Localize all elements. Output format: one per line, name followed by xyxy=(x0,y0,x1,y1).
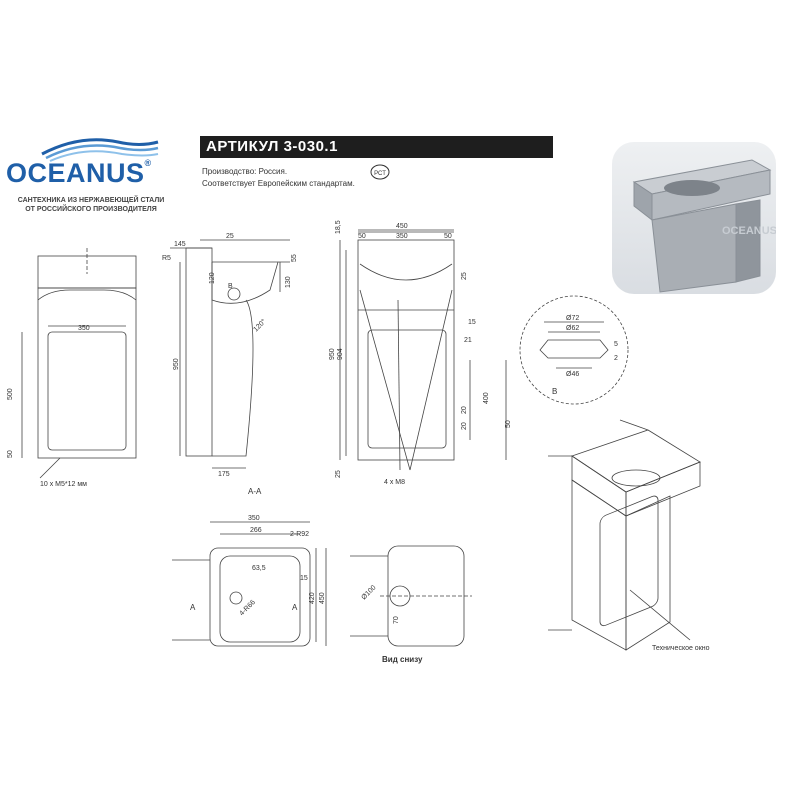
detail-label: B xyxy=(552,387,557,396)
top-dim-420: 420 xyxy=(309,592,316,604)
brand-logo: OCEANUS® xyxy=(6,158,152,189)
side-dim-20a: 20 xyxy=(461,406,468,414)
product-info: Производство: Россия. Соответствует Евро… xyxy=(202,166,355,190)
top-dim-450: 450 xyxy=(319,592,326,604)
section-dim-a: 120 xyxy=(209,272,216,284)
top-dim-15: 15 xyxy=(300,575,308,582)
side-dim-904: 904 xyxy=(337,348,344,360)
certification-mark-text: РСТ xyxy=(374,171,386,177)
brand-tagline-1: САНТЕХНИКА ИЗ НЕРЖАВЕЮЩЕЙ СТАЛИ xyxy=(17,197,165,204)
article-header: АРТИКУЛ 3-030.1 xyxy=(200,136,553,158)
front-screws-note: 10 х M5*12 мм xyxy=(40,481,87,488)
brand-name: OCEANUS xyxy=(6,158,145,188)
detail-d2: Ø62 xyxy=(566,325,579,332)
top-cut-right: A xyxy=(292,603,298,612)
side-bolts-note: 4 х M8 xyxy=(384,479,405,486)
section-caption: А-А xyxy=(248,487,262,496)
detail-v2: 2 xyxy=(614,355,618,362)
side-dim-corner: 18,5 xyxy=(335,220,342,234)
section-dim-height: 950 xyxy=(173,358,180,370)
front-dim-height: 500 xyxy=(7,388,14,400)
side-dim-25b: 25 xyxy=(335,470,342,478)
info-standards: Соответствует Европейским стандартам. xyxy=(202,179,355,188)
side-dim-mid: 350 xyxy=(396,233,408,240)
iso-view xyxy=(548,419,701,651)
section-dim-b: 130 xyxy=(285,276,292,288)
side-dim-400: 400 xyxy=(483,392,490,404)
front-dim-bottom: 50 xyxy=(7,450,14,458)
section-dim-top: 145 xyxy=(174,241,186,248)
product-render: OCEANUS xyxy=(632,159,776,293)
side-dim-950: 950 xyxy=(329,348,336,360)
side-dim-50: 50 xyxy=(505,420,512,428)
front-dim-width: 350 xyxy=(78,325,90,332)
section-view-label: B xyxy=(228,283,233,290)
front-view xyxy=(21,248,137,479)
top-dim-inner: 266 xyxy=(250,527,262,534)
side-dim-top: 450 xyxy=(396,223,408,230)
product-photo: OCEANUS xyxy=(612,142,776,294)
side-view xyxy=(339,229,507,471)
side-dim-20b: 20 xyxy=(461,422,468,430)
detail-v1: 5 xyxy=(614,341,618,348)
detail-b xyxy=(519,295,629,405)
detail-d1: Ø72 xyxy=(566,315,579,322)
section-dim-top2: 25 xyxy=(226,233,234,240)
photo-watermark: OCEANUS xyxy=(722,225,776,237)
detail-d3: Ø46 xyxy=(566,371,579,378)
bottom-dim-d: Ø100 xyxy=(360,584,377,601)
section-dim-r: R5 xyxy=(162,255,171,262)
info-production: Производство: Россия. xyxy=(202,167,288,176)
top-dim-width: 350 xyxy=(248,515,260,522)
brand-tagline: САНТЕХНИКА ИЗ НЕРЖАВЕЮЩЕЙ СТАЛИ ОТ РОССИ… xyxy=(6,196,176,214)
side-dim-21: 21 xyxy=(464,337,472,344)
section-view xyxy=(170,239,290,469)
certification-mark-icon: РСТ xyxy=(370,164,390,180)
section-dim-angle: 120° xyxy=(252,317,268,333)
top-dim-r66: 4-R66 xyxy=(238,599,257,618)
brand-reg-mark: ® xyxy=(144,158,152,168)
brand-tagline-2: ОТ РОССИЙСКОГО ПРОИЗВОДИТЕЛЯ xyxy=(25,206,157,213)
bottom-caption: Вид снизу xyxy=(382,655,423,664)
top-dim-r: 2-R92 xyxy=(290,531,309,538)
side-dim-left: 50 xyxy=(358,233,366,240)
oceanus-logo-waves xyxy=(41,138,159,162)
bottom-view xyxy=(350,545,472,647)
section-dim-55: 55 xyxy=(291,254,298,262)
top-view xyxy=(172,521,327,647)
side-dim-right: 50 xyxy=(444,233,452,240)
top-dim-63: 63,5 xyxy=(252,565,266,572)
top-cut-left: A xyxy=(190,603,196,612)
side-dim-25: 25 xyxy=(461,272,468,280)
bottom-dim-70: 70 xyxy=(393,616,400,624)
side-dim-15: 15 xyxy=(468,319,476,326)
iso-callout: Техническое окно xyxy=(652,645,710,652)
article-title: АРТИКУЛ 3-030.1 xyxy=(206,138,338,155)
section-dim-bottom: 175 xyxy=(218,471,230,478)
